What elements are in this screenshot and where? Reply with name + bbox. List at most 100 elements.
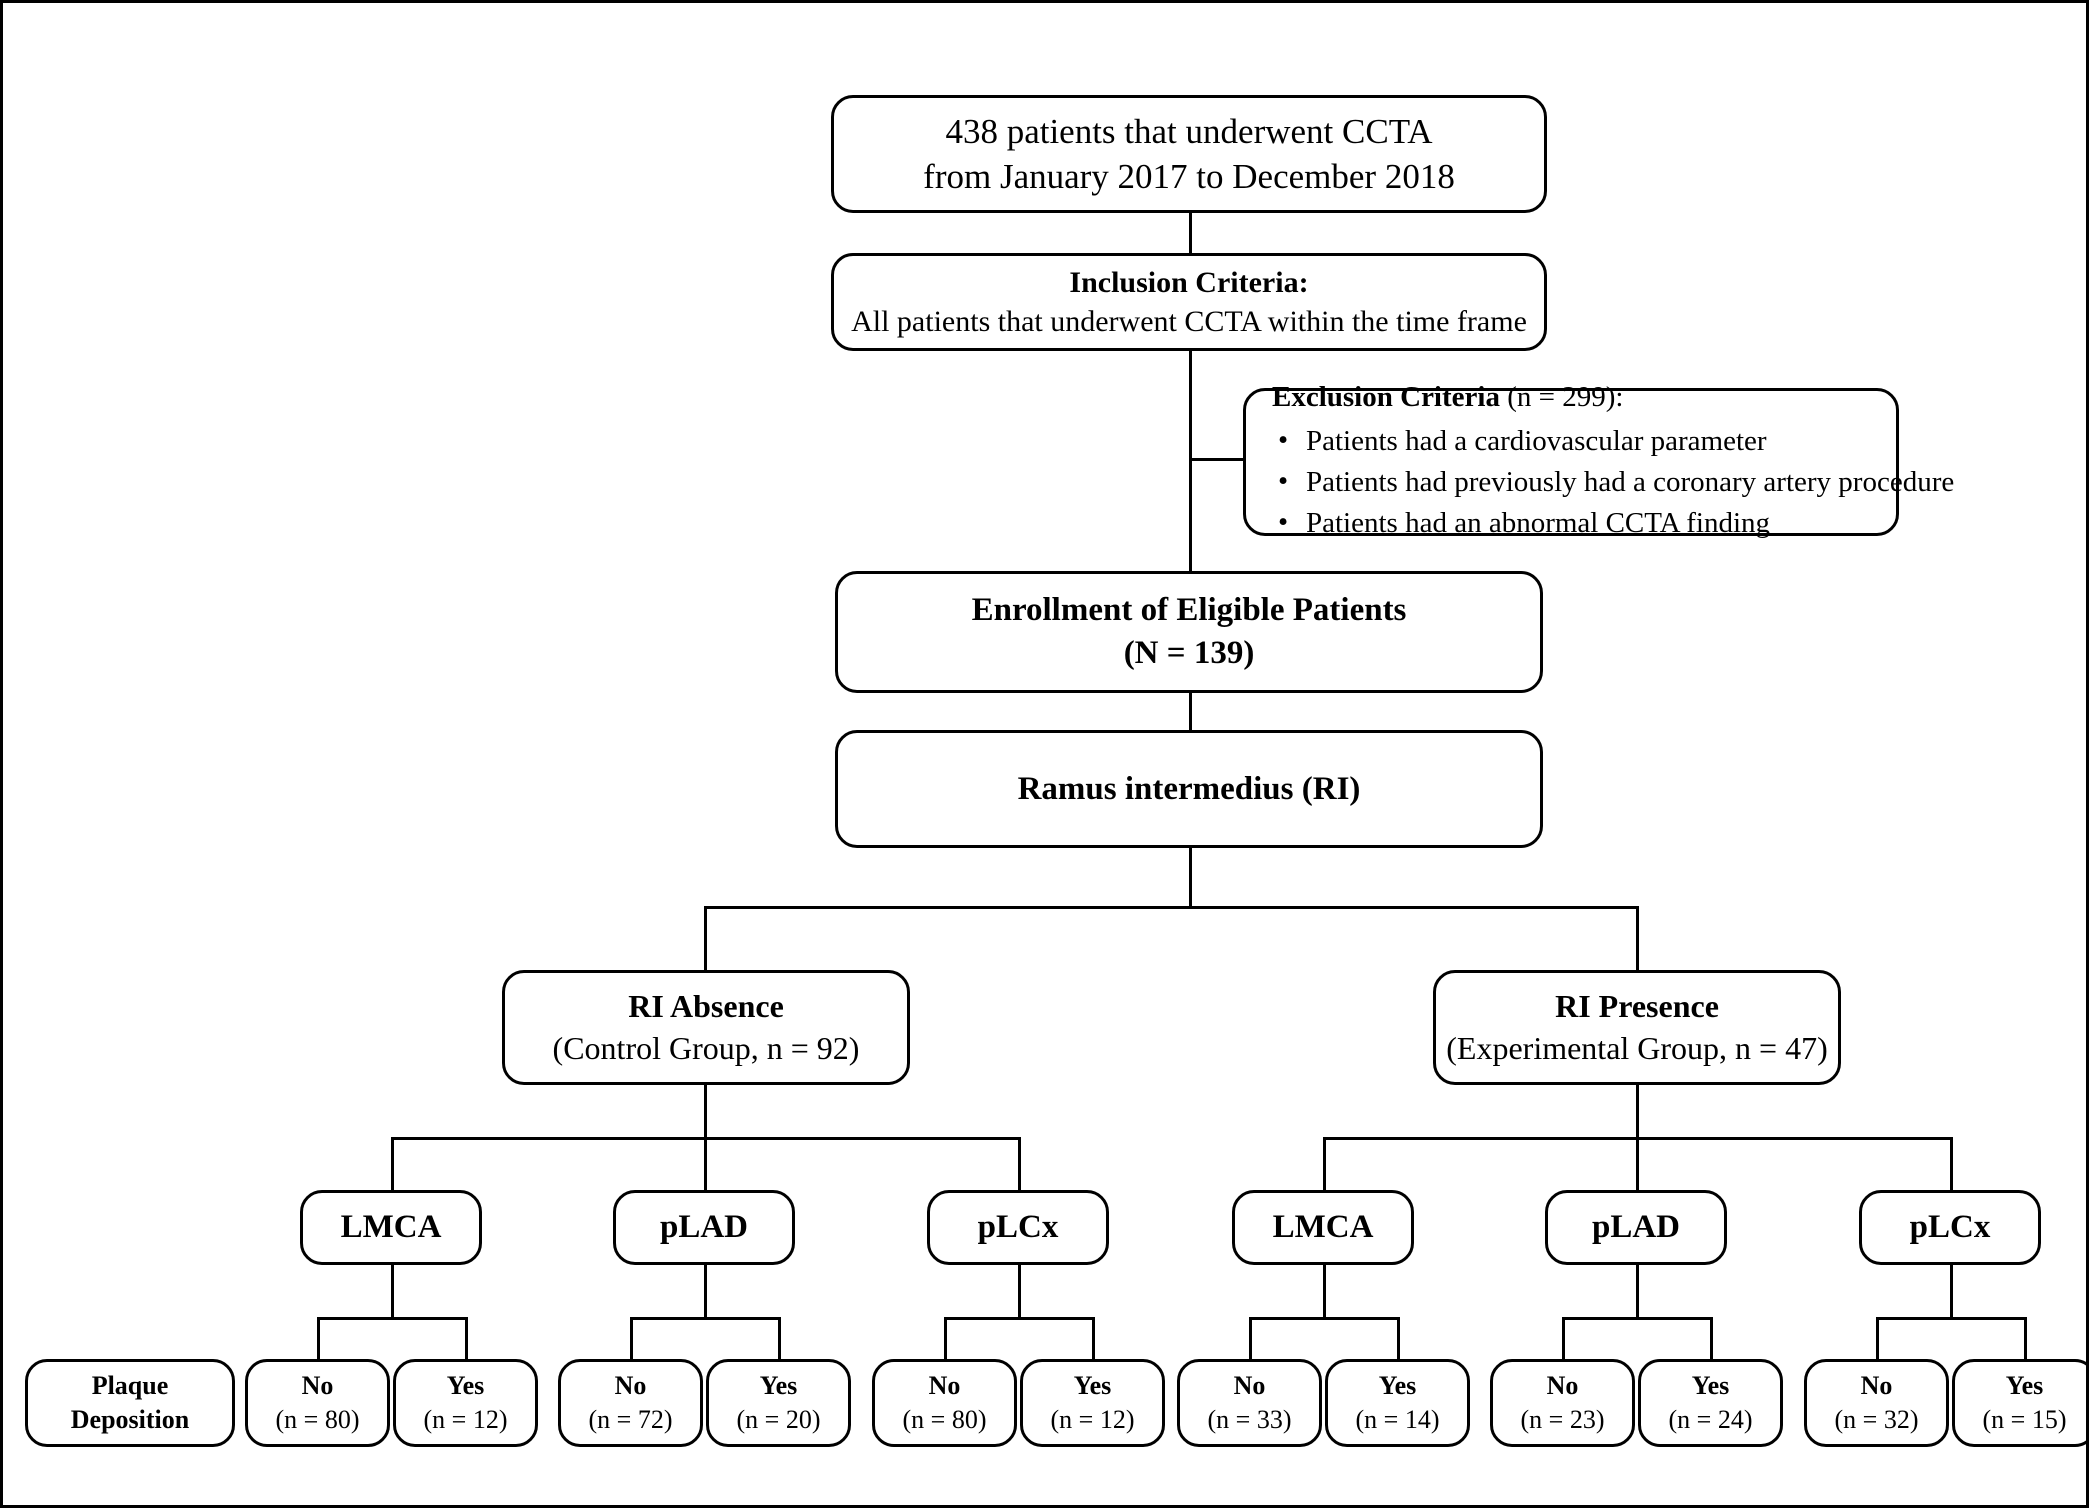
node-leaf-absence-lmca-yes: Yes (n = 12)	[393, 1359, 538, 1447]
connector-presence-bus-to-plad	[1636, 1137, 1639, 1190]
connector-pres-lmca-down	[1323, 1265, 1326, 1317]
connector-pres-plad-yes	[1710, 1317, 1713, 1359]
leaf-count: (n = 14)	[1355, 1405, 1440, 1434]
node-leaf-presence-lmca-yes: Yes (n = 14)	[1325, 1359, 1470, 1447]
leaf-label: No	[1233, 1371, 1266, 1401]
connector-inclusion-to-enrollment	[1189, 350, 1192, 578]
leaf-count: (n = 24)	[1668, 1405, 1753, 1434]
node-leaf-absence-plcx-yes: Yes (n = 12)	[1020, 1359, 1165, 1447]
node-ri-presence: RI Presence (Experimental Group, n = 47)	[1433, 970, 1841, 1085]
leaf-label: Yes	[446, 1371, 485, 1401]
ri-absence-detail: (Control Group, n = 92)	[552, 1029, 860, 1066]
node-ramus-intermedius: Ramus intermedius (RI)	[835, 730, 1543, 848]
connector-pres-plcx-down	[1950, 1265, 1953, 1317]
leaf-label: Yes	[1378, 1371, 1417, 1401]
node-leaf-absence-lmca-no: No (n = 80)	[245, 1359, 390, 1447]
connector-bus-to-ri-presence	[1636, 906, 1639, 970]
exclusion-count: (n = 299):	[1499, 381, 1624, 414]
node-leaf-absence-plad-yes: Yes (n = 20)	[706, 1359, 851, 1447]
connector-abs-lmca-yes	[465, 1317, 468, 1359]
ri-absence-title: RI Absence	[628, 987, 784, 1024]
connector-trunk-to-exclusion	[1189, 458, 1264, 461]
connector-abs-plad-no	[630, 1317, 633, 1359]
node-vessel-presence-plad: pLAD	[1545, 1190, 1727, 1265]
connector-cohort-to-inclusion	[1189, 211, 1192, 253]
node-cohort: 438 patients that underwent CCTA from Ja…	[831, 95, 1547, 213]
connector-pres-plad-down	[1636, 1265, 1639, 1317]
leaf-count: (n = 80)	[275, 1405, 360, 1434]
leaf-count: (n = 20)	[736, 1405, 821, 1434]
ri-presence-detail: (Experimental Group, n = 47)	[1446, 1029, 1828, 1066]
node-vessel-absence-plad: pLAD	[613, 1190, 795, 1265]
connector-pres-lmca-yes	[1397, 1317, 1400, 1359]
node-vessel-presence-lmca: LMCA	[1232, 1190, 1414, 1265]
connector-pres-plcx-no	[1876, 1317, 1879, 1359]
vessel-label: LMCA	[1272, 1209, 1374, 1246]
connector-ri-presence-down	[1636, 1085, 1639, 1137]
connector-abs-lmca-no	[317, 1317, 320, 1359]
connector-abs-plad-bus	[630, 1317, 778, 1320]
node-leaf-presence-lmca-no: No (n = 33)	[1177, 1359, 1322, 1447]
leaf-count: (n = 12)	[1050, 1405, 1135, 1434]
connector-abs-plcx-down	[1018, 1265, 1021, 1317]
connector-presence-bus-to-plcx	[1950, 1137, 1953, 1190]
node-leaf-presence-plad-yes: Yes (n = 24)	[1638, 1359, 1783, 1447]
connector-presence-bus-to-lmca	[1323, 1137, 1326, 1190]
connector-ramus-down	[1189, 848, 1192, 906]
node-leaf-presence-plcx-yes: Yes (n = 15)	[1952, 1359, 2086, 1447]
connector-abs-plcx-no	[944, 1317, 947, 1359]
leaf-count: (n = 15)	[1982, 1405, 2067, 1434]
leaf-label: Yes	[1691, 1371, 1730, 1401]
connector-abs-lmca-down	[391, 1265, 394, 1317]
node-leaf-presence-plcx-no: No (n = 32)	[1804, 1359, 1949, 1447]
ri-presence-title: RI Presence	[1555, 987, 1719, 1024]
exclusion-title-row: Exclusion Criteria (n = 299):	[1272, 379, 1623, 417]
exclusion-item: Patients had previously had a coronary a…	[1278, 461, 1954, 503]
connector-absence-bus-to-plad	[704, 1137, 707, 1190]
exclusion-item: Patients had an abnormal CCTA finding	[1278, 502, 1954, 544]
vessel-label: pLCx	[1909, 1209, 1991, 1246]
connector-pres-plad-no	[1562, 1317, 1565, 1359]
connector-pres-plcx-yes	[2024, 1317, 2027, 1359]
exclusion-title: Exclusion Criteria	[1272, 381, 1500, 414]
connector-bus-to-ri-absence	[704, 906, 707, 970]
ramus-label: Ramus intermedius (RI)	[1017, 770, 1361, 807]
connector-abs-plcx-bus	[944, 1317, 1092, 1320]
vessel-label: pLAD	[659, 1209, 749, 1246]
node-vessel-absence-plcx: pLCx	[927, 1190, 1109, 1265]
node-inclusion-criteria: Inclusion Criteria: All patients that un…	[831, 253, 1547, 351]
node-leaf-presence-plad-no: No (n = 23)	[1490, 1359, 1635, 1447]
connector-pres-lmca-no	[1249, 1317, 1252, 1359]
node-vessel-presence-plcx: pLCx	[1859, 1190, 2041, 1265]
plaque-line-1: Plaque	[91, 1371, 169, 1401]
leaf-count: (n = 80)	[902, 1405, 987, 1434]
leaf-label: No	[614, 1371, 647, 1401]
node-ri-absence: RI Absence (Control Group, n = 92)	[502, 970, 910, 1085]
node-enrollment: Enrollment of Eligible Patients (N = 139…	[835, 571, 1543, 693]
leaf-count: (n = 72)	[588, 1405, 673, 1434]
node-leaf-absence-plcx-no: No (n = 80)	[872, 1359, 1017, 1447]
leaf-label: No	[928, 1371, 961, 1401]
leaf-label: No	[1546, 1371, 1579, 1401]
leaf-label: Yes	[1073, 1371, 1112, 1401]
leaf-label: Yes	[2005, 1371, 2044, 1401]
connector-ri-absence-down	[704, 1085, 707, 1137]
enrollment-line-2: (N = 139)	[1123, 635, 1255, 671]
connector-abs-lmca-bus	[317, 1317, 465, 1320]
leaf-count: (n = 32)	[1834, 1405, 1919, 1434]
connector-pres-plad-bus	[1562, 1317, 1710, 1320]
enrollment-line-1: Enrollment of Eligible Patients	[971, 592, 1407, 629]
leaf-count: (n = 12)	[423, 1405, 508, 1434]
vessel-label: pLCx	[977, 1209, 1059, 1246]
connector-absence-bus-to-plcx	[1018, 1137, 1021, 1190]
exclusion-item: Patients had a cardiovascular parameter	[1278, 420, 1954, 462]
inclusion-title: Inclusion Criteria:	[1069, 266, 1309, 299]
plaque-line-2: Deposition	[70, 1405, 190, 1434]
connector-pres-plcx-bus	[1876, 1317, 2024, 1320]
connector-pres-lmca-bus	[1249, 1317, 1397, 1320]
connector-ri-split-bus	[704, 906, 1639, 909]
exclusion-item-list: Patients had a cardiovascular parameter …	[1272, 420, 1954, 545]
connector-enrollment-to-ramus	[1189, 693, 1192, 730]
leaf-label: No	[1860, 1371, 1893, 1401]
